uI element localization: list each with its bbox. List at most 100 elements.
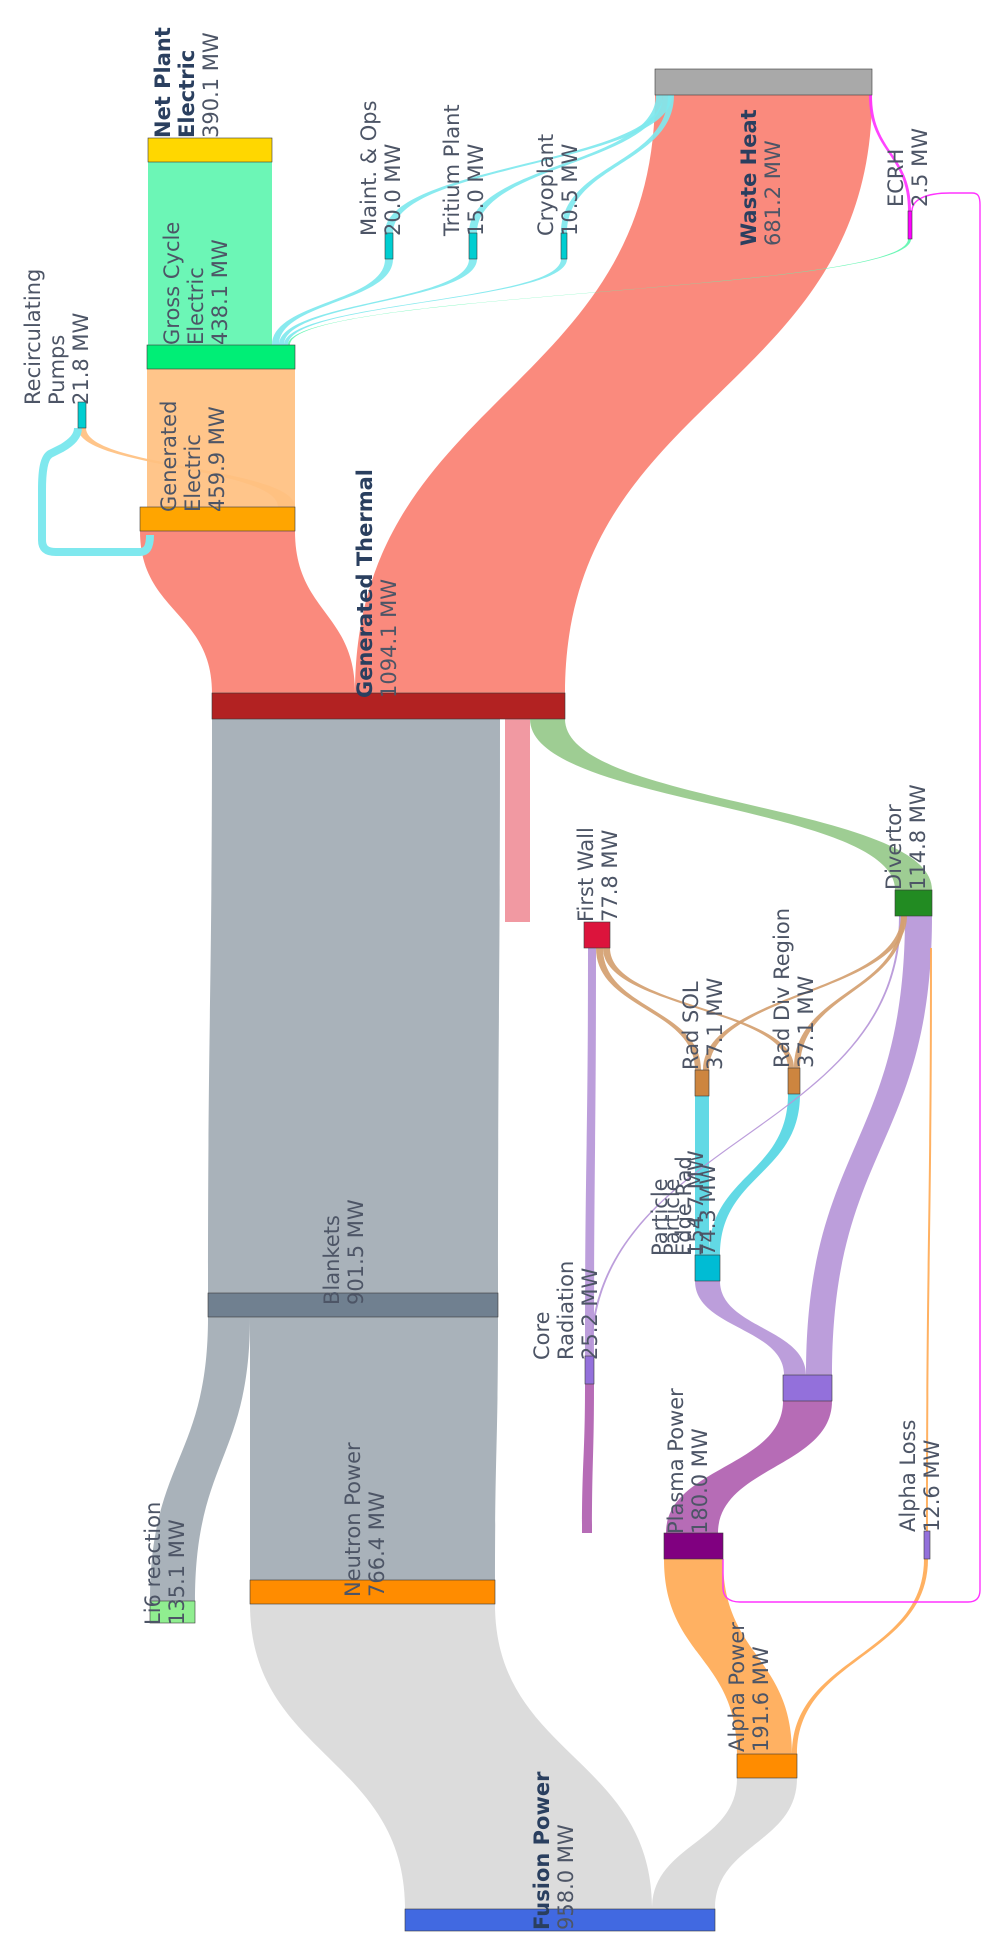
- node-gross-electric[interactable]: [146, 344, 296, 370]
- link-generated-electric-to-recirc-pumps: [78, 428, 295, 507]
- node-name-text: First Wall: [574, 827, 598, 922]
- node-recirc-pumps[interactable]: [77, 401, 87, 429]
- link-core-radiation-to-first-wall: [585, 948, 596, 1356]
- node-name-text: Plasma Power: [664, 1388, 688, 1534]
- link-li6-to-blankets: [150, 1317, 250, 1601]
- node-name-text: Electric: [175, 50, 199, 138]
- node-particle[interactable]: [782, 1374, 833, 1402]
- node-rad-sol[interactable]: [694, 1069, 710, 1097]
- node-core-radiation[interactable]: [584, 1355, 595, 1385]
- node-value-text: 681.2 MW: [761, 140, 785, 246]
- link-generated-thermal-to-generated-electric: [140, 531, 355, 693]
- node-value-text: 958.0 MW: [554, 1824, 578, 1930]
- node-net-electric[interactable]: [147, 137, 273, 163]
- link-gross-electric-to-cryoplant: [284, 259, 567, 345]
- sankey-nodes: [77, 68, 933, 1932]
- node-name-text: Electric: [184, 267, 208, 345]
- node-name-text: Cryoplant: [534, 134, 558, 236]
- node-generated-electric[interactable]: [139, 506, 296, 532]
- link-ecrh-to-waste-heat: [869, 95, 911, 211]
- node-value-text: 25.2 MW: [578, 1267, 602, 1360]
- node-name-text: Particle: [660, 1178, 684, 1256]
- link-ecrh-to-plasma-power: [722, 192, 981, 1603]
- link-edge-rad-to-rad-sol: [695, 1096, 709, 1255]
- node-name-text: Blankets: [320, 1215, 344, 1305]
- node-value-text: 2.5 MW: [908, 128, 932, 207]
- node-value-text: 37.1 MW: [794, 975, 818, 1068]
- node-value-text: 77.8 MW: [598, 829, 622, 922]
- node-name-text: Net Plant: [151, 27, 175, 138]
- node-value-text: 114.8 MW: [906, 784, 930, 890]
- link-gross-electric-to-net-electric: [148, 162, 272, 345]
- node-value-text: 459.9 MW: [205, 406, 229, 512]
- node-name-text: Generated: [157, 401, 181, 512]
- node-name-text: Fusion Power: [530, 1771, 554, 1930]
- node-name-text: Tritium Plant: [440, 104, 464, 237]
- node-edge-rad[interactable]: [694, 1254, 721, 1282]
- link-edge-rad-to-rad-div: [709, 1094, 800, 1255]
- link-plasma-power-to-core-radiation: [582, 1384, 594, 1533]
- node-value-text: 74.3 MW: [696, 1163, 720, 1256]
- node-neutron-power[interactable]: [249, 1579, 496, 1605]
- node-alpha-loss[interactable]: [923, 1530, 931, 1560]
- node-value-text: 1094.1 MW: [377, 579, 401, 698]
- link-rad-sol-to-divertor: [703, 916, 907, 1070]
- node-rad-div[interactable]: [787, 1067, 801, 1095]
- node-name-text: Generated Thermal: [353, 469, 377, 698]
- node-plasma-power[interactable]: [663, 1532, 724, 1560]
- link-rad-div-to-first-wall: [603, 948, 794, 1068]
- node-divertor[interactable]: [894, 889, 933, 917]
- node-name-text: Recirculating: [21, 269, 45, 405]
- node-value-text: 135.1 MW: [165, 1519, 189, 1625]
- node-first-wall[interactable]: [583, 921, 611, 949]
- node-waste-heat[interactable]: [654, 68, 873, 96]
- link-core-radiation-to-divertor: [590, 916, 901, 1356]
- node-name-text: Waste Heat: [737, 109, 761, 246]
- node-maint-ops[interactable]: [384, 232, 394, 260]
- link-rad-sol-to-first-wall: [596, 948, 701, 1070]
- node-alpha-power[interactable]: [736, 1753, 798, 1779]
- node-value-text: 766.4 MW: [365, 1491, 389, 1597]
- node-ecrh[interactable]: [907, 210, 913, 240]
- link-alpha-loss-to-first-wall: [926, 948, 932, 1531]
- node-blankets[interactable]: [207, 1292, 499, 1318]
- node-tritium-plant[interactable]: [468, 232, 478, 260]
- node-value-text: 390.1 MW: [199, 32, 223, 138]
- node-generated-thermal[interactable]: [211, 692, 566, 720]
- node-name-text: Pumps: [45, 335, 69, 405]
- node-value-text: 180.0 MW: [688, 1428, 712, 1534]
- link-fusion-power-to-neutron-power: [250, 1604, 652, 1909]
- node-name-text: Radiation: [554, 1261, 578, 1360]
- link-generated-thermal-to-waste-heat: [355, 95, 872, 693]
- node-name-text: Gross Cycle: [160, 222, 184, 345]
- node-fusion-power[interactable]: [404, 1908, 716, 1932]
- link-gross-electric-to-ecrh: [288, 239, 911, 345]
- node-value-text: 10.5 MW: [558, 143, 582, 236]
- link-generated-electric-to-gross-electric: [147, 369, 295, 507]
- link-gross-electric-to-tritium-plant: [279, 259, 477, 345]
- node-li6[interactable]: [149, 1600, 196, 1624]
- node-cryoplant[interactable]: [560, 232, 568, 260]
- node-name-text: Alpha Power: [725, 1622, 749, 1752]
- node-value-text: 21.8 MW: [69, 312, 93, 405]
- node-value-text: 37.1 MW: [703, 977, 727, 1070]
- link-tritium-plant-to-waste-heat: [469, 95, 663, 233]
